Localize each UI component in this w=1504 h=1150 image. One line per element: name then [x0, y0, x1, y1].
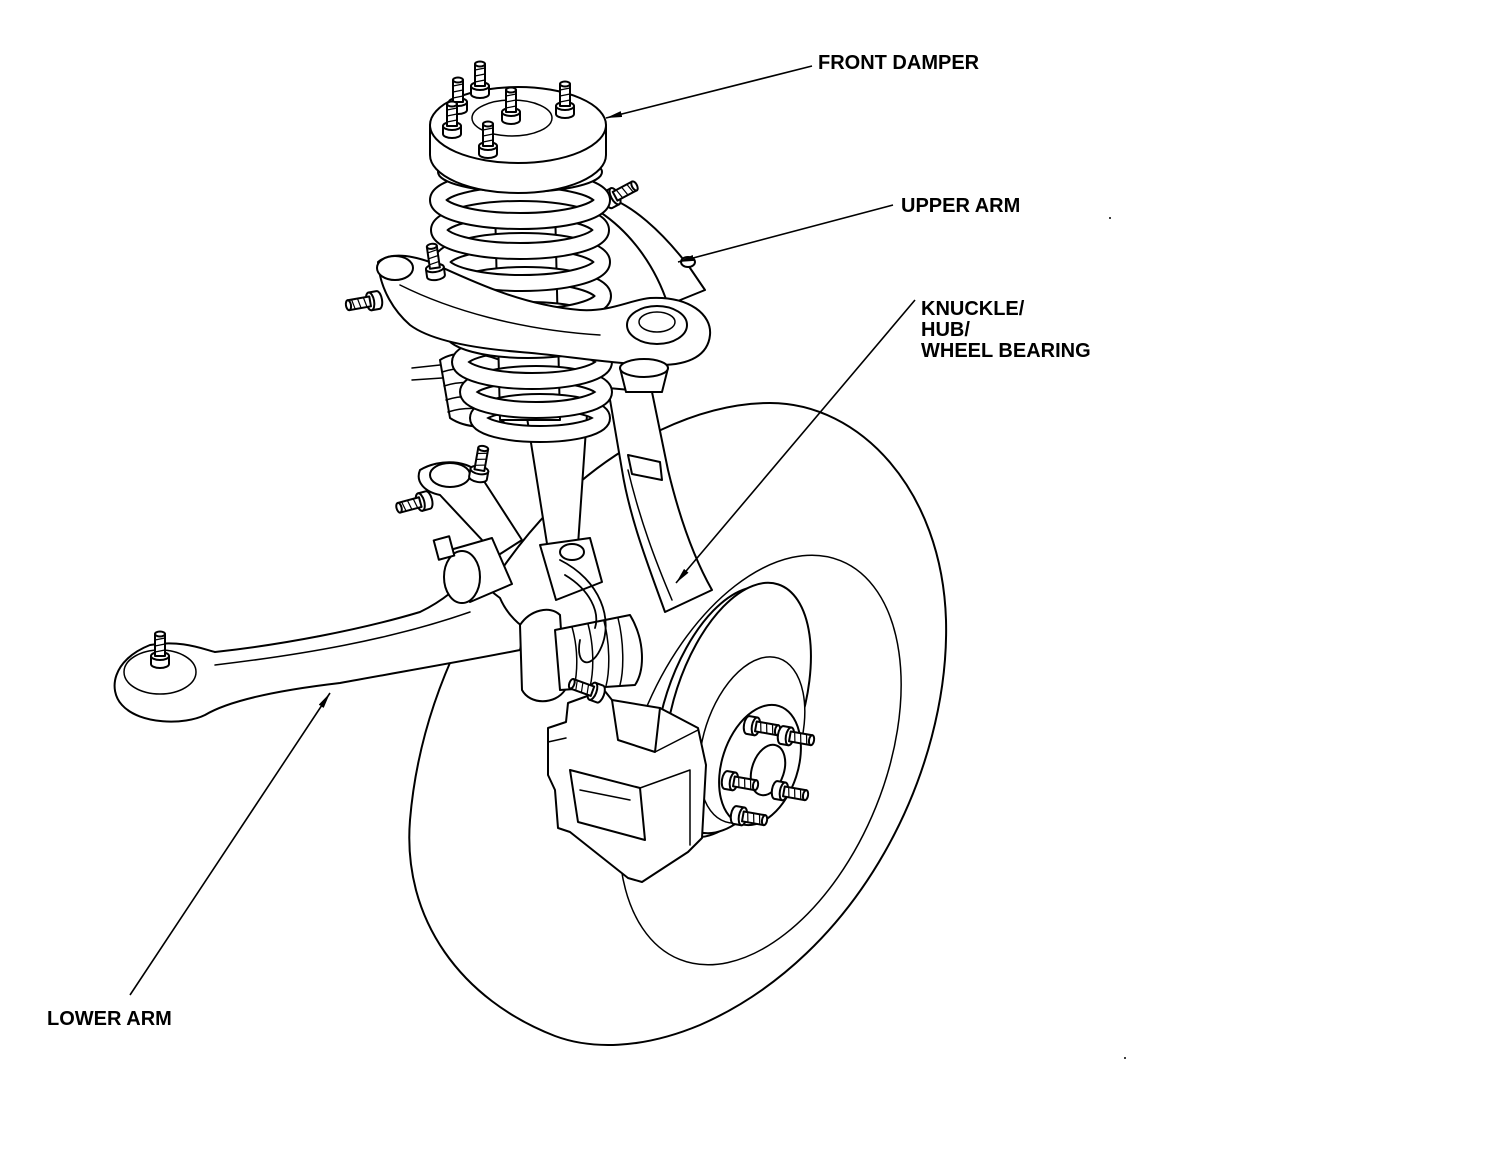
- lower-arm-body: [113, 574, 526, 723]
- lower-arm: [113, 574, 526, 723]
- scan-speck: [1124, 1057, 1126, 1059]
- bushing-end: [443, 550, 481, 604]
- lower-arm-rib: [214, 611, 471, 666]
- upper-ball-joint: [619, 358, 669, 393]
- upper-arm-rear-branch: [597, 175, 706, 306]
- spring-coil-face: [435, 234, 609, 290]
- knuckle-upright-edge: [627, 469, 673, 601]
- caliper-piston-housing: [569, 769, 646, 841]
- driveshaft-boot-ribs: [571, 617, 624, 689]
- front-damper-leader: [605, 65, 813, 119]
- knuckle-leader: [675, 299, 916, 584]
- upper-arm-ball-joint: [376, 255, 414, 281]
- upper-arm-end-stud: [343, 289, 385, 316]
- upper-arm-leader: [677, 204, 894, 263]
- upper-arm-label: UPPER ARM: [901, 195, 1021, 217]
- hub-label-line: HUB/: [921, 319, 970, 341]
- spring-coil-face: [432, 202, 608, 258]
- knuckle-upright: [607, 387, 713, 613]
- caliper-edges: [547, 729, 699, 846]
- radius-link-ball-joint: [429, 462, 471, 488]
- bushing-sleeve: [432, 535, 456, 561]
- upper-arm: [343, 241, 712, 366]
- radius-link: [393, 443, 523, 557]
- caliper-pad-slot: [611, 699, 661, 753]
- upper-ball-joint-cap: [619, 358, 669, 378]
- top-mount-stud: [470, 60, 490, 99]
- lower-arm-bushing: [432, 535, 513, 604]
- upper-arm-body: [377, 254, 712, 366]
- damper-fork: [539, 537, 603, 601]
- upper-arm-ridge: [399, 284, 601, 336]
- damper-top-mount: [429, 60, 607, 194]
- front-damper-label: FRONT DAMPER: [818, 52, 980, 74]
- knuckle-bracket: [627, 454, 663, 481]
- radius-link-stud-upper: [467, 443, 494, 485]
- radius-link-stud-lower: [393, 489, 436, 519]
- bellows-rod: [411, 364, 443, 381]
- abs-sensor-wire: [559, 559, 607, 664]
- lower-arm-label: LOWER ARM: [47, 1008, 172, 1030]
- upper-arm-rear-body: [597, 194, 706, 306]
- lower-arm-leader: [129, 692, 331, 996]
- wheel-hub: [718, 703, 817, 831]
- upper-arm-pivot-bore: [638, 311, 676, 333]
- knuckle-label-line: KNUCKLE/: [921, 298, 1025, 320]
- wheel-bearing-label-line: WHEEL BEARING: [921, 340, 1091, 362]
- knuckle-upright-body: [607, 387, 713, 613]
- scan-speck: [1109, 217, 1111, 219]
- leader-lines: [129, 65, 916, 996]
- knuckle-hub-bearing-label: KNUCKLE/ HUB/ WHEEL BEARING: [921, 299, 1091, 362]
- damper-fork-bolt: [559, 543, 585, 561]
- brake-caliper: [547, 673, 707, 883]
